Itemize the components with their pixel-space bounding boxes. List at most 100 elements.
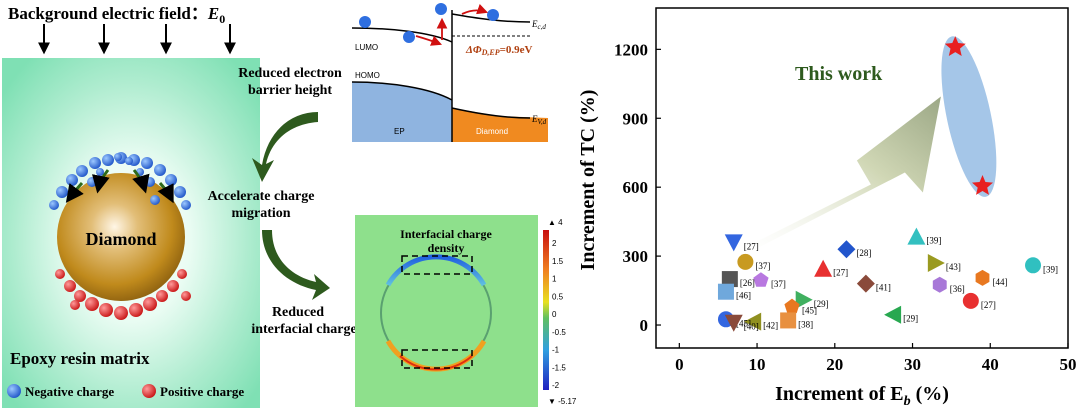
reference-point: [39] <box>1025 257 1058 274</box>
colorbar-tick-label: 0 <box>552 310 557 319</box>
charge-density-map: Interfacial charge density ▲ 4 ▼ -5.17 2… <box>355 215 577 407</box>
electron-2 <box>403 31 415 43</box>
y-tick-label: 600 <box>623 178 649 197</box>
this-work-point <box>944 36 966 56</box>
diamond-valence-fill <box>452 108 548 142</box>
step2-line2: migration <box>231 206 290 221</box>
step2-line1: Accelerate charge <box>208 189 315 204</box>
colorbar-tick-label: 0.5 <box>552 292 564 301</box>
reference-point: [44] <box>975 269 1007 287</box>
point-label: [27] <box>833 268 848 278</box>
plot-frame <box>655 7 1069 349</box>
point-label: [39] <box>1043 264 1058 274</box>
valence-curve <box>451 107 531 119</box>
colorbar-tick-label: 1 <box>552 275 557 284</box>
electron-arrow-1 <box>415 35 443 46</box>
diamond-particle <box>57 173 185 301</box>
reference-point: [28] <box>837 240 871 259</box>
reference-point: [41] <box>856 274 891 293</box>
ep-valence-fill <box>352 82 452 142</box>
band-diagram: LUMO HOMO EP Diamond Ec,d EV,d ΔΦD,EP=0.… <box>351 3 548 142</box>
colorbar-min: ▼ -5.17 <box>548 397 577 406</box>
point-label: [27] <box>981 300 996 310</box>
colorbar <box>543 230 549 390</box>
reference-point: [45] <box>784 298 817 316</box>
field-arrows <box>38 24 236 55</box>
x-tick-label: 10 <box>749 355 766 374</box>
point-label: [43] <box>946 262 961 272</box>
homo-curve <box>351 81 453 101</box>
reference-point: [42] <box>744 312 778 331</box>
reference-point: [29] <box>884 305 918 324</box>
ring-negative-arc <box>385 254 487 287</box>
reference-point: [26] <box>721 271 755 288</box>
migration-arrows <box>65 169 174 204</box>
y-tick-label: 1200 <box>614 40 648 59</box>
ev-label: EV,d <box>531 114 547 126</box>
reference-point: [27] <box>724 234 759 252</box>
step1-line2: barrier height <box>248 83 332 98</box>
colorbar-ticks: 21.510.50-0.5-1-1.5-2 <box>552 239 566 390</box>
electron-1 <box>359 16 371 28</box>
reference-point: [29] <box>795 290 829 309</box>
trend-arrow <box>741 96 941 254</box>
reference-point: [27] <box>814 259 848 278</box>
this-work-annotation: This work <box>795 63 883 85</box>
matrix-label: Epoxy resin matrix <box>10 349 150 368</box>
point-label: [44] <box>992 277 1007 287</box>
density-title-line1: Interfacial charge <box>400 227 492 241</box>
electron-3 <box>435 3 447 15</box>
step3-line2: interfacial charge <box>251 322 356 337</box>
x-tick-label: 0 <box>675 355 684 374</box>
reference-point: [38] <box>780 312 813 329</box>
reference-point: [27] <box>962 292 996 310</box>
ring-positive-core <box>399 355 473 371</box>
point-label: [37] <box>755 261 770 271</box>
y-tick-label: 300 <box>623 247 649 266</box>
point-label: [45] <box>802 306 817 316</box>
electron-4 <box>487 9 499 21</box>
reference-point: [40] <box>724 314 759 332</box>
reference-point: [37] <box>753 272 786 289</box>
point-label: [46] <box>736 291 751 301</box>
reference-point: [46] <box>717 283 751 301</box>
x-axis-label: Increment of E‌b (%) <box>775 383 949 409</box>
y-tick-label: 0 <box>640 316 649 335</box>
middle-steps: Reduced electron barrier height Accelera… <box>208 66 357 337</box>
legend-positive-marker <box>142 384 156 398</box>
barrier-label: ΔΦD,EP=0.9eV <box>465 44 532 57</box>
this-work-ellipse <box>941 36 997 197</box>
colorbar-tick-label: 1.5 <box>552 257 564 266</box>
left-panel: Background electric field：E0 Diamond <box>2 4 260 408</box>
colorbar-tick-label: -1.5 <box>552 363 566 372</box>
point-label: [38] <box>798 319 813 329</box>
reference-point: [36] <box>932 276 965 294</box>
top-highlight-box <box>401 255 473 275</box>
point-label: [29] <box>903 314 918 324</box>
reference-point: [37] <box>737 253 770 271</box>
density-title-line2: density <box>428 241 465 255</box>
ec-label: Ec,d <box>531 19 546 31</box>
point-label: [41] <box>876 283 891 293</box>
conduction-curve <box>451 13 531 23</box>
colorbar-tick-label: -0.5 <box>552 328 566 337</box>
ep-label: EP <box>394 127 405 136</box>
reference-point: [39] <box>907 227 941 246</box>
point-label: [28] <box>856 248 871 258</box>
point-label: [40] <box>744 322 759 332</box>
point-label: [45] <box>736 318 751 328</box>
point-label: [36] <box>950 284 965 294</box>
field-label: Background electric field：E0 <box>8 4 225 26</box>
this-work-point <box>972 175 993 195</box>
homo-label: HOMO <box>355 71 380 80</box>
negative-charges <box>49 152 191 210</box>
positive-charges <box>55 269 191 320</box>
lumo-label: LUMO <box>355 43 378 52</box>
x-tick-label: 20 <box>826 355 843 374</box>
point-label: [27] <box>744 241 759 251</box>
curved-arrow-1 <box>252 112 318 182</box>
point-label: [26] <box>740 278 755 288</box>
step1-line1: Reduced electron <box>238 66 342 81</box>
